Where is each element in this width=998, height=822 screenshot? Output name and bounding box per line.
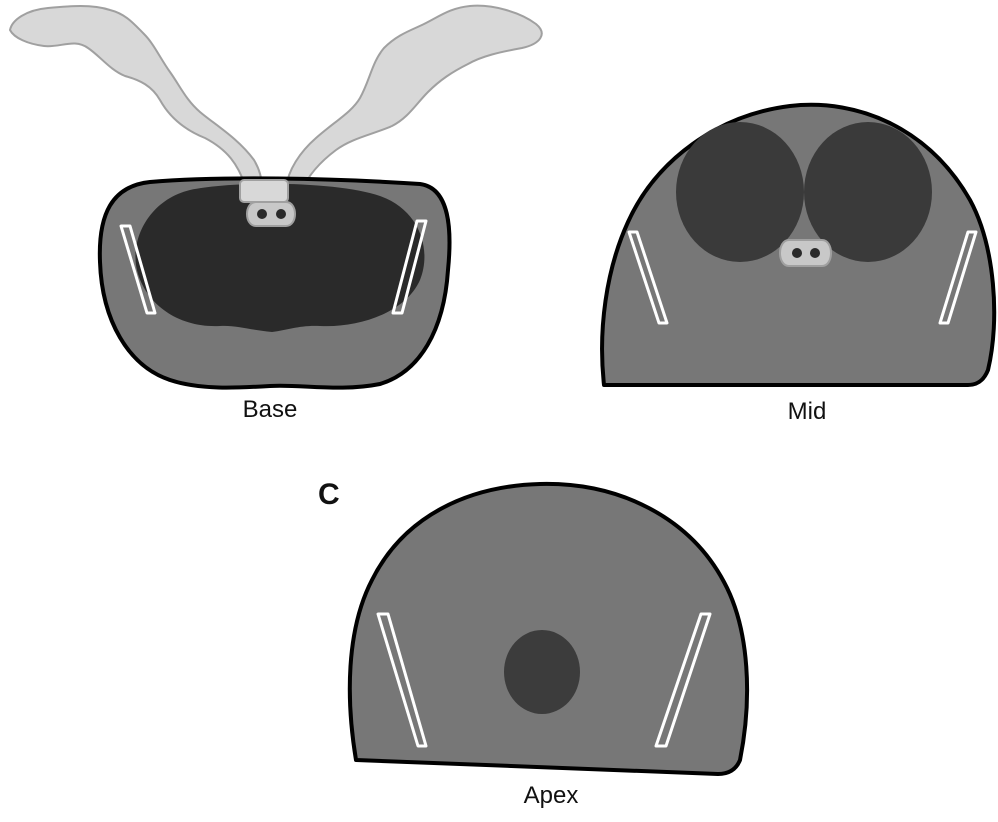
apex-prostate-outline: [350, 484, 747, 774]
caption-mid: Mid: [737, 398, 877, 426]
base-duct-right: [276, 209, 286, 219]
seminal-vesicle-left: [10, 6, 262, 188]
apex-section: [350, 484, 747, 774]
base-urethra: [247, 202, 295, 226]
base-duct-left: [257, 209, 267, 219]
panel-letter: C: [318, 478, 340, 512]
caption-apex: Apex: [481, 782, 621, 810]
apex-urethral-core: [504, 630, 580, 714]
seminal-vesicle-right: [286, 6, 542, 190]
mid-duct-right: [810, 248, 820, 258]
base-vesicle-junction: [240, 180, 288, 202]
caption-base: Base: [200, 396, 340, 424]
mid-section: [602, 105, 994, 385]
base-section: [10, 6, 542, 388]
mid-duct-left: [792, 248, 802, 258]
mid-urethra: [780, 240, 831, 266]
